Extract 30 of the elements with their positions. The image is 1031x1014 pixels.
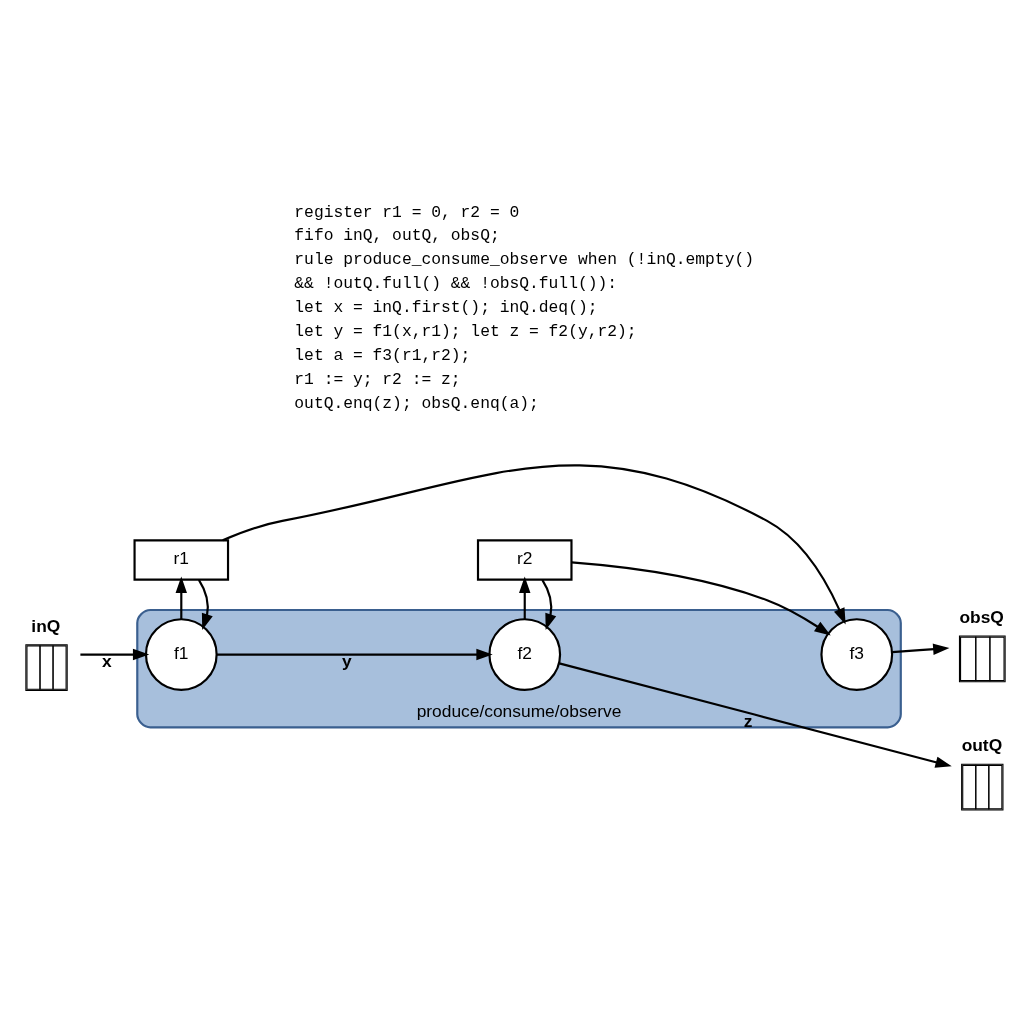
node-box: r2 [476, 539, 573, 581]
arrow [519, 576, 531, 620]
arrow [216, 648, 493, 661]
node-circle: f3 [820, 618, 894, 691]
edge-label: x [101, 651, 112, 672]
label: register r1 = 0, r2 = 0 [294, 202, 520, 222]
arrow [197, 579, 213, 630]
edge-label: z [743, 711, 753, 732]
node-circle: f2 [488, 618, 562, 691]
arrow [541, 579, 557, 630]
edge-label: y [341, 651, 352, 672]
node-box: r1 [133, 539, 230, 581]
node-label: inQ [31, 615, 61, 636]
label: && !outQ.full() && !obsQ.full()): [294, 274, 618, 294]
arrow [571, 561, 831, 636]
node-circle: f1 [144, 618, 218, 691]
arrow [80, 648, 150, 661]
arrow [892, 643, 950, 655]
label: let x = inQ.first(); inQ.deq(); [294, 298, 598, 318]
label: fifo inQ, outQ, obsQ; [294, 226, 500, 246]
arrow [559, 662, 952, 768]
arrow [222, 464, 846, 625]
arrow [175, 576, 187, 620]
node-label: outQ [961, 735, 1003, 756]
label: rule produce_consume_observe when (!inQ.empty() [294, 250, 754, 270]
label: let y = f1(x,r1); let z = f2(y,r2); [294, 322, 637, 342]
label: outQ.enq(z); obsQ.enq(a); [294, 393, 539, 413]
label: let a = f3(r1,r2); [294, 346, 471, 365]
label: r1 := y; r2 := z; [294, 369, 461, 389]
node-label: obsQ [959, 606, 1004, 627]
